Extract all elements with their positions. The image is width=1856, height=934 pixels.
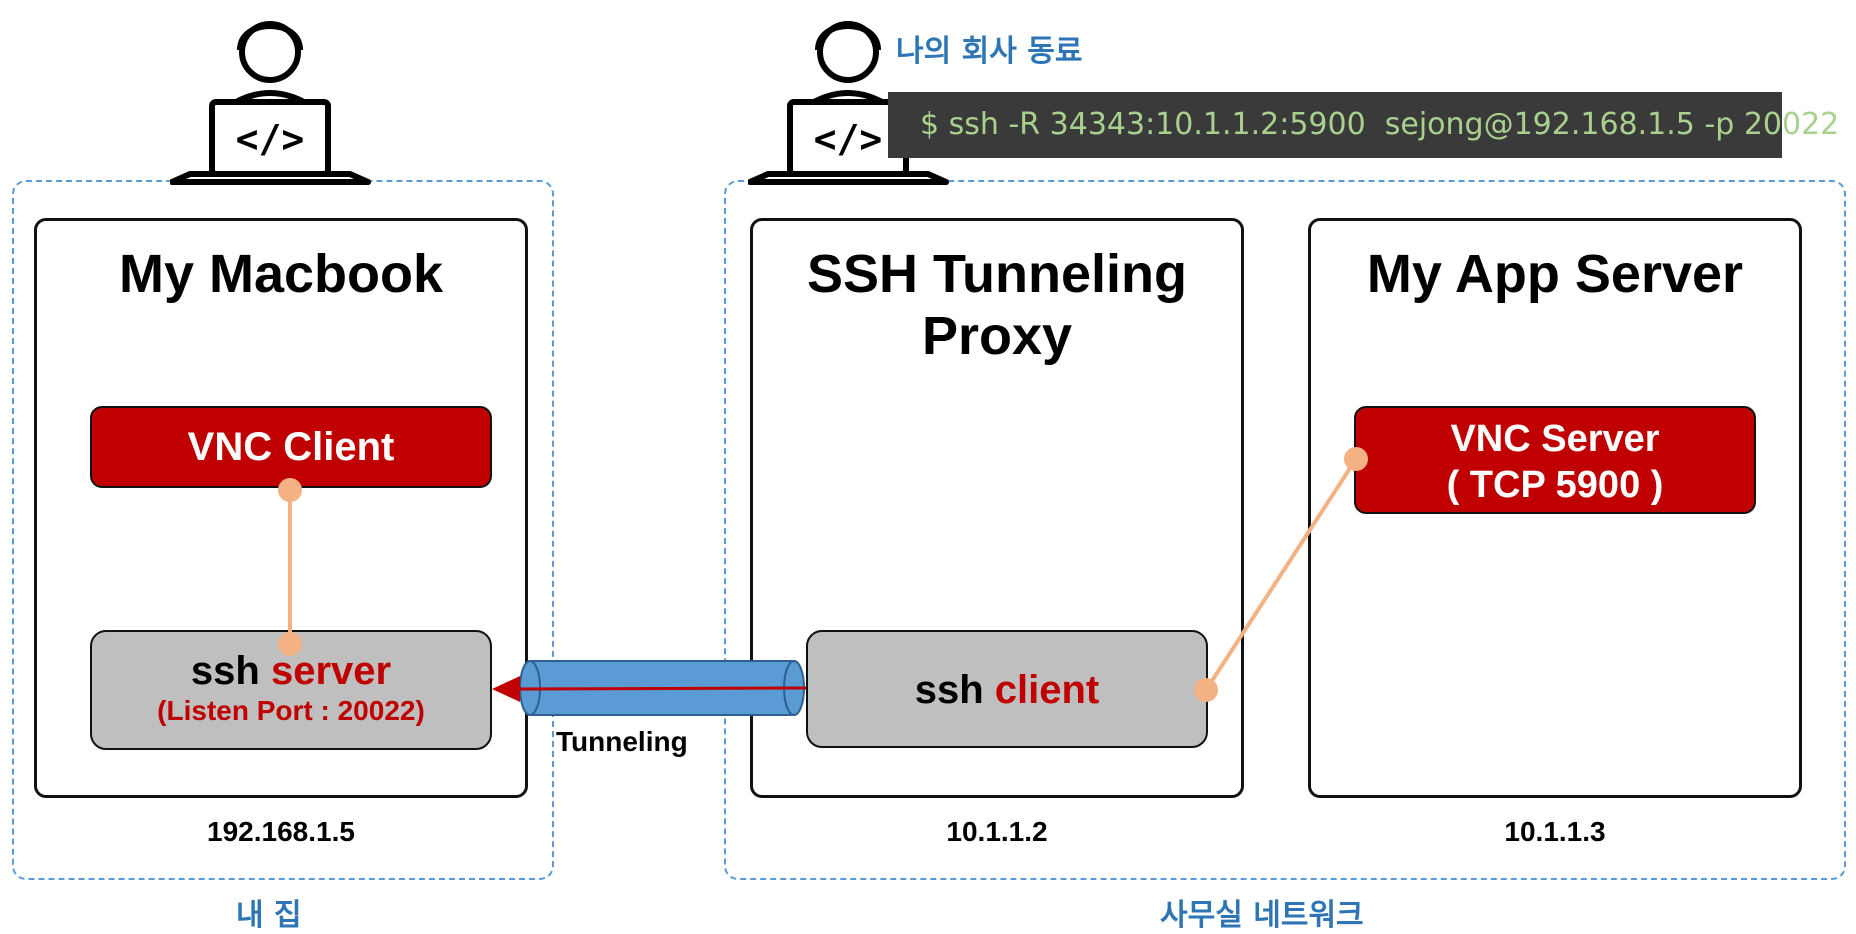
- vnc-server-box: VNC Server ( TCP 5900 ): [1354, 406, 1756, 514]
- developer-laptop-icon: </>: [170, 21, 371, 185]
- app-server-title: My App Server: [1366, 244, 1744, 304]
- colleague-label: 나의 회사 동료: [896, 34, 1083, 69]
- ssh-client-prefix: ssh: [914, 668, 984, 712]
- proxy-ip: 10.1.1.2: [946, 816, 1048, 847]
- svg-text:</>: </>: [236, 117, 305, 161]
- macbook-title: My Macbook: [118, 244, 444, 304]
- ssh-server-role: server: [270, 649, 392, 693]
- vnc-server-port: ( TCP 5900 ): [1446, 464, 1664, 506]
- office-zone-label: 사무실 네트워크: [1160, 898, 1364, 933]
- app-server-ip: 10.1.1.3: [1504, 816, 1606, 847]
- ssh-client-role: client: [994, 668, 1100, 712]
- svg-text:</>: </>: [814, 117, 883, 161]
- proxy-title-line2: Proxy: [921, 306, 1073, 366]
- proxy-title-line1: SSH Tunneling: [807, 244, 1187, 304]
- vnc-client-box: VNC Client: [90, 406, 492, 488]
- listen-port-label: (Listen Port : 20022): [157, 695, 425, 726]
- home-zone-label: 내 집: [236, 898, 302, 933]
- ssh-client-box: ssh client: [806, 630, 1208, 748]
- macbook-ip: 192.168.1.5: [207, 816, 355, 847]
- ssh-server-prefix: ssh: [190, 649, 260, 693]
- tunnel-label: Tunneling: [556, 726, 688, 757]
- vnc-server-label: VNC Server: [1450, 418, 1660, 460]
- ssh-server-box: ssh server (Listen Port : 20022): [90, 630, 492, 750]
- vnc-client-label: VNC Client: [187, 425, 395, 469]
- office-network-zone: [724, 180, 1846, 880]
- terminal-command: $ ssh -R 34343:10.1.1.2:5900 sejong@192.…: [888, 92, 1839, 158]
